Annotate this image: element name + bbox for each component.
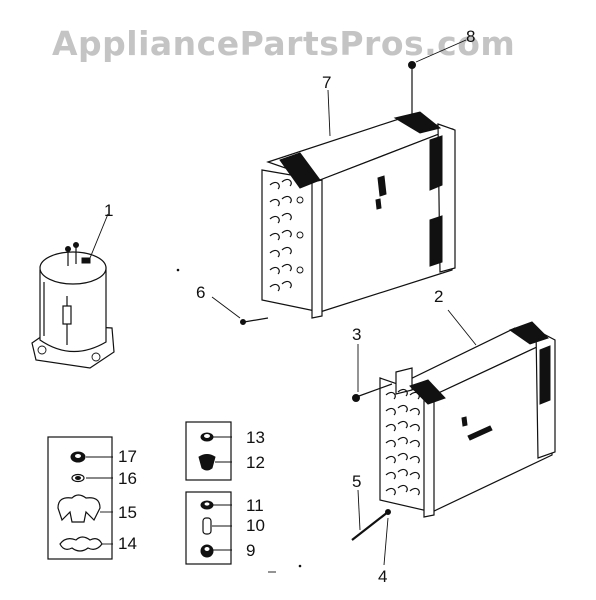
coil-assembly-upper <box>261 111 456 319</box>
callout-16[interactable]: 16 <box>118 469 137 488</box>
callout-3[interactable]: 3 <box>352 325 361 344</box>
callout-7[interactable]: 7 <box>322 73 331 92</box>
callout-5[interactable]: 5 <box>352 472 361 491</box>
callout-14[interactable]: 14 <box>118 534 137 553</box>
callout-2[interactable]: 2 <box>434 287 443 306</box>
callout-10[interactable]: 10 <box>246 516 265 535</box>
screw-6-icon <box>240 317 269 325</box>
parts-card-13-12 <box>185 421 232 481</box>
coil-tubes-upper <box>269 178 304 292</box>
leader-line-7 <box>327 89 331 137</box>
leader-line-4 <box>383 517 389 566</box>
leader-line-6 <box>211 296 241 319</box>
callout-9[interactable]: 9 <box>246 541 255 560</box>
drain-tube-icon <box>351 509 391 541</box>
scan-specks <box>176 268 302 573</box>
leader-line-5 <box>357 489 361 531</box>
callout-8[interactable]: 8 <box>466 27 475 46</box>
callout-15[interactable]: 15 <box>118 503 137 522</box>
leader-line-8 <box>415 39 467 63</box>
callout-17[interactable]: 17 <box>118 447 137 466</box>
coil-tubes-lower <box>385 388 420 496</box>
callout-6[interactable]: 6 <box>196 283 205 302</box>
watermark-text: AppliancePartsPros.com <box>52 24 515 63</box>
leader-line-2 <box>447 309 477 346</box>
parts-card-11-10-9 <box>185 491 232 565</box>
callout-13[interactable]: 13 <box>246 428 265 447</box>
callout-1[interactable]: 1 <box>104 201 113 220</box>
compressor-icon <box>31 242 115 369</box>
coil-assembly-lower <box>379 321 556 518</box>
callout-12[interactable]: 12 <box>246 453 265 472</box>
leader-line-1 <box>89 213 109 259</box>
parts-card-17-14 <box>47 436 113 560</box>
screw-3-icon <box>352 383 393 402</box>
callout-11[interactable]: 11 <box>246 496 264 515</box>
callout-4[interactable]: 4 <box>378 567 387 586</box>
screw-8-icon <box>408 61 416 115</box>
